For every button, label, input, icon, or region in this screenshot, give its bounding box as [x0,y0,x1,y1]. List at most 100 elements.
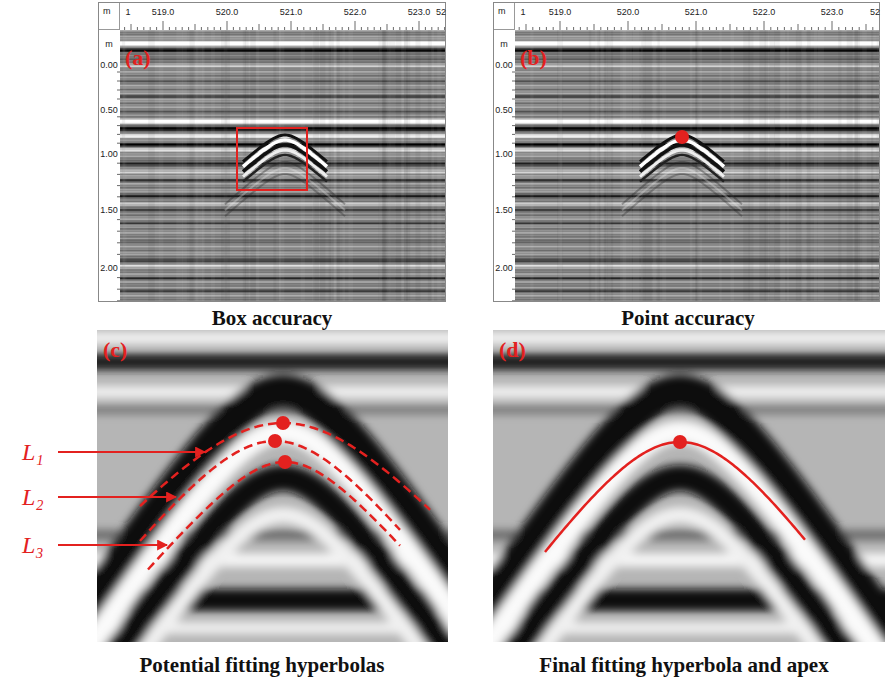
ruler-tick [512,99,515,100]
ruler-tick [117,242,120,243]
label-holder: 1.00 [495,144,513,160]
ruler-tick [723,27,724,30]
reflection-band [97,332,448,344]
axis-tick-label: 522.0 [344,8,367,17]
axis-tick-label: 1 [520,8,525,17]
ruler-tick [438,27,439,30]
leader-arrow [58,544,167,546]
ruler-left [493,30,515,302]
ruler-tick [380,27,381,30]
depth-label: 1.50 [495,206,513,215]
ruler-tick [182,27,183,30]
label-holder: 1 [125,2,130,18]
detection-box [237,128,307,190]
texture-streak [798,30,802,302]
label-holder: 523.0 [821,2,844,18]
ruler-tick [117,277,120,278]
ruler-tick [374,27,375,30]
ruler-tick [329,27,330,30]
ruler-tick [648,27,649,30]
hyperbola-reflection [640,155,724,182]
ruler-tick [303,27,304,30]
axis-tick-label: 521.0 [280,8,303,17]
hyperbola-reflection [243,155,327,182]
ruler-tick [512,277,515,278]
panel-letter: (b) [520,47,547,69]
label-holder: 0.00 [100,55,118,71]
ruler-tick [425,27,426,30]
texture-streak [595,30,599,302]
ruler-tick [519,27,520,30]
texture-streak [331,30,336,302]
zoom-panel [460,330,894,682]
ruler-corner [99,3,120,30]
ruler-tick [117,231,120,232]
ruler-tick [784,27,785,30]
panel-caption: Point accuracy [621,308,755,329]
ruler-tick [150,27,151,30]
apex-point [268,434,282,448]
texture-streak [211,30,215,302]
ruler-tick [512,242,515,243]
label-holder: 522.0 [344,2,367,18]
axis-unit: m [105,40,113,49]
depth-label: 0.00 [100,61,118,70]
label-holder: 1 [520,2,525,18]
candidate-hyperbola [148,462,400,569]
texture-streak [382,30,386,302]
hyperbola-band [97,515,448,642]
texture-streak [390,30,396,302]
ruler-tick [117,90,120,91]
ruler-tick [124,27,125,30]
label-holder: 521.0 [280,2,303,18]
texture-streak [697,30,702,302]
texture-streak [871,30,873,302]
ruler-tick [811,27,812,30]
ruler-tick [709,27,710,30]
ruler-tick [278,27,279,30]
ruler-tick [736,27,737,30]
label-holder: 1.50 [495,200,513,216]
candidate-hyperbola [140,423,430,510]
depth-label: 1.00 [100,150,118,159]
texture-streak [662,30,666,302]
texture-streak [601,30,604,302]
ruler-tick [512,143,515,144]
label-holder: 0.50 [495,100,513,116]
apex-point [276,416,290,430]
ruler-tick [702,27,703,30]
ruler-tick [310,27,311,30]
leader-arrow [58,496,176,498]
texture-streak [176,30,182,302]
label-holder: 52 [436,2,446,18]
texture-streak [796,30,798,302]
texture-streak [855,30,860,302]
ruler-tick [117,185,120,186]
ruler-tick [866,24,867,30]
label-holder: Potential fitting hyperbolas [140,655,385,676]
label-holder: 521.0 [685,2,708,18]
axis-tick-label: 52 [436,8,446,17]
ruler-tick [859,27,860,30]
ruler-tick [655,27,656,30]
ruler-top [98,2,446,30]
ruler-tick [845,27,846,30]
ruler-tick [169,27,170,30]
ruler-tick [252,27,253,30]
ruler-tick [259,24,260,30]
texture-streak [814,30,817,302]
texture-streak [731,30,735,302]
ruler-tick [872,27,873,30]
axis-unit: m [498,7,506,16]
label-holder: 2.00 [495,258,513,274]
axis-unit: m [500,40,508,49]
panel-border [99,3,446,302]
ruler-tick [512,185,515,186]
ruler-tick [804,27,805,30]
panel-letter: (d) [499,339,526,361]
label-holder: (a) [125,47,151,69]
ruler-tick [730,24,731,30]
ruler-tick [512,81,515,82]
